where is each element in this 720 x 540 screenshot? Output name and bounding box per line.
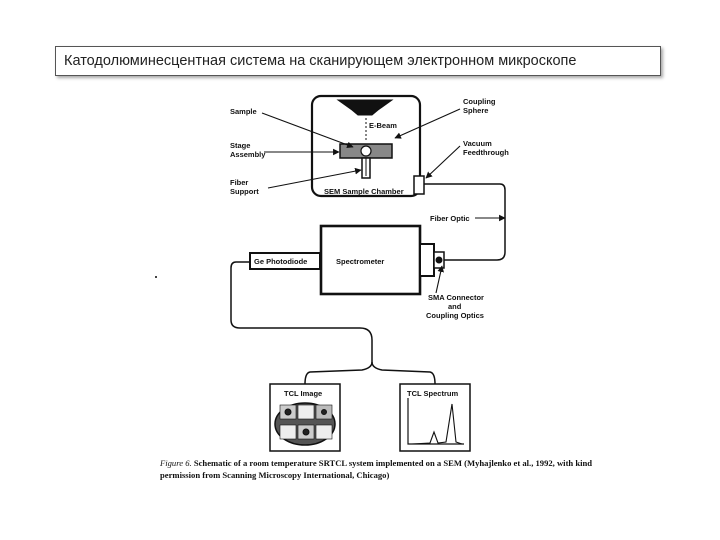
- label-stage: Stage: [230, 141, 250, 150]
- fiber-cables: [230, 183, 506, 385]
- tcl-image-monitor: [269, 383, 341, 452]
- label-ebeam: E-Beam: [369, 121, 397, 130]
- label-tcl-image: TCL Image: [284, 389, 322, 398]
- spectrometer-box: [249, 224, 445, 296]
- label-sphere: Sphere: [463, 106, 488, 115]
- label-sample: Sample: [230, 107, 257, 116]
- tcl-spectrum-monitor: [399, 383, 471, 452]
- scan-artifact-dot: [155, 276, 157, 278]
- label-tcl-spectrum: TCL Spectrum: [407, 389, 458, 398]
- leader-arrows: [261, 108, 506, 294]
- label-photodiode: Ge Photodiode: [254, 257, 307, 266]
- label-vacuum: Vacuum: [463, 139, 492, 148]
- label-support: Support: [230, 187, 259, 196]
- label-coupling: Coupling: [463, 97, 496, 106]
- label-and: and: [448, 302, 462, 311]
- sem-chamber: [310, 94, 425, 198]
- label-feedthrough: Feedthrough: [463, 148, 509, 157]
- label-fiber-optic: Fiber Optic: [430, 214, 470, 223]
- figure-caption-text: Schematic of a room temperature SRTCL sy…: [160, 458, 593, 480]
- label-assembly: Assembly: [230, 150, 266, 159]
- figure-label: Figure 6.: [160, 458, 192, 468]
- label-spectrometer: Spectrometer: [336, 257, 384, 266]
- label-fiber: Fiber: [230, 178, 248, 187]
- label-coupling-optics: Coupling Optics: [426, 311, 484, 320]
- label-sma-connector: SMA Connector: [428, 293, 484, 302]
- label-sem-chamber: SEM Sample Chamber: [324, 187, 404, 196]
- slide-title: Катодолюминесцентная система на сканирую…: [55, 46, 661, 76]
- figure-caption: Figure 6. Schematic of a room temperatur…: [160, 458, 600, 481]
